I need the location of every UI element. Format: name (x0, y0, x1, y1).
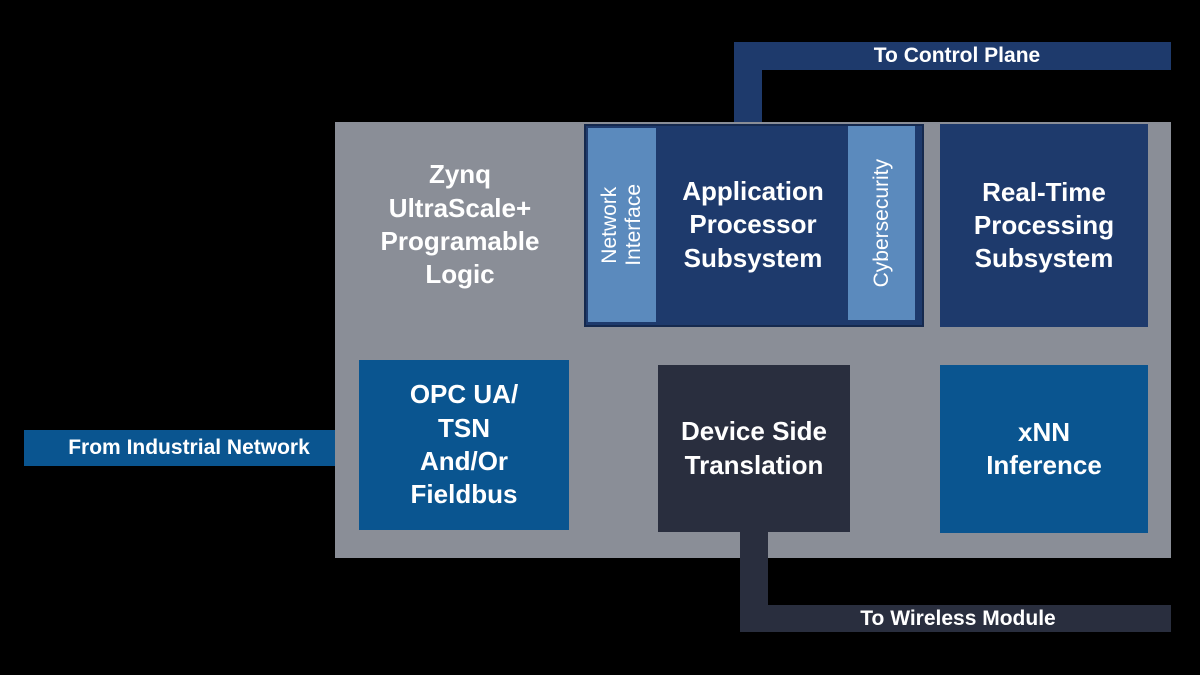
real-time-processing-label: Real-Time Processing Subsystem (973, 176, 1115, 274)
network-interface-block: Network Interface (588, 128, 656, 322)
industrial-network-wire (24, 430, 360, 466)
opc-ua-label: OPC UA/ TSN And/Or Fieldbus (409, 379, 519, 510)
device-side-translation-label: Device Side Translation (681, 416, 827, 480)
programmable-logic-label: Zynq UltraScale+ Programable Logic (380, 159, 540, 290)
device-side-translation-block: Device Side Translation (658, 365, 850, 532)
network-interface-label: Network Interface (597, 184, 645, 266)
control-plane-wire (734, 42, 1171, 70)
wireless-module-wire (740, 605, 1171, 632)
industrial-network-label: From Industrial Network (68, 436, 310, 459)
xnn-inference-block: xNN Inference (940, 365, 1148, 533)
opc-ua-block: OPC UA/ TSN And/Or Fieldbus (359, 360, 569, 530)
xnn-inference-label: xNN Inference (986, 416, 1102, 480)
cybersecurity-block: Cybersecurity (848, 126, 915, 320)
control-plane-label: To Control Plane (873, 44, 1041, 67)
wireless-module-label: To Wireless Module (860, 606, 1056, 630)
real-time-processing-block: Real-Time Processing Subsystem (940, 124, 1148, 327)
cybersecurity-label: Cybersecurity (869, 158, 893, 288)
application-processor-label: Application Processor Subsystem (682, 176, 824, 273)
